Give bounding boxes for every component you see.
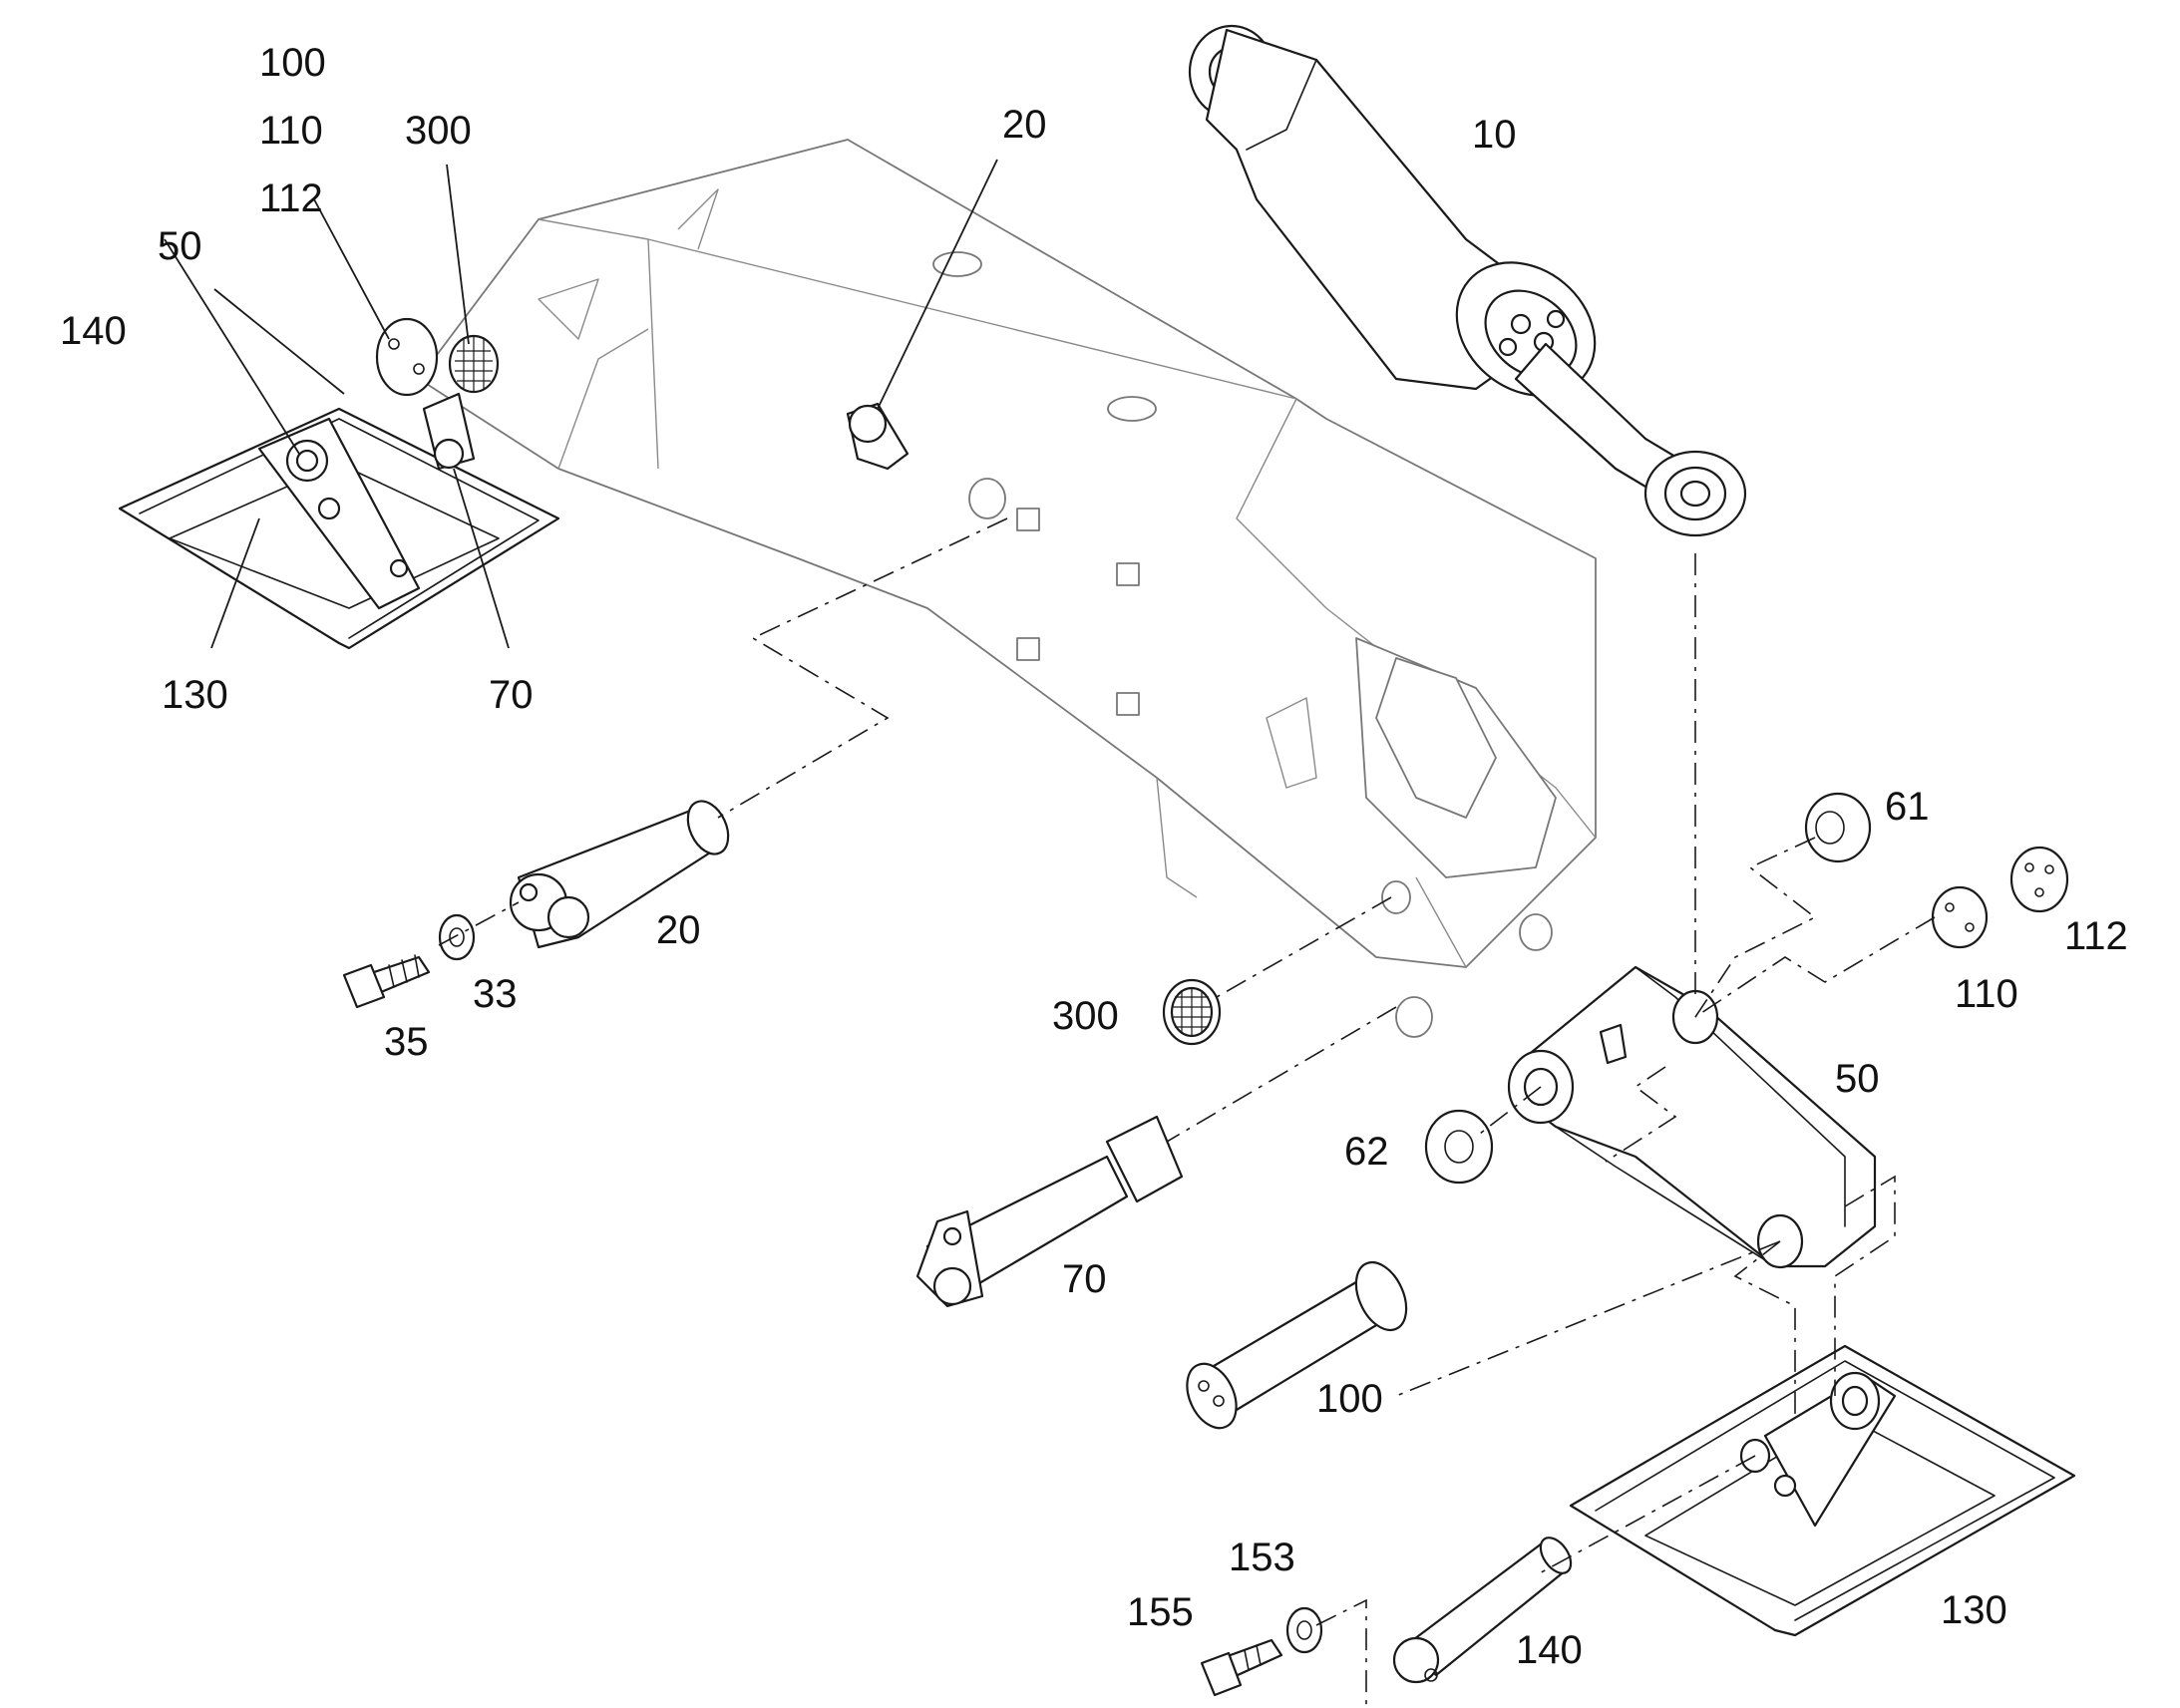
bolt-35 <box>342 954 431 1009</box>
left-assembly-view <box>118 317 909 650</box>
callout-62: 62 <box>1344 1130 1389 1174</box>
washer-61 <box>1804 792 1872 863</box>
assembly-lines <box>438 517 1936 1705</box>
bolt-155 <box>1200 1638 1283 1697</box>
pin-20 <box>509 800 730 949</box>
callout-labels: 100 110 112 300 50 140 130 70 20 10 20 3… <box>60 41 2128 1672</box>
base-plate-130 <box>1569 1344 2076 1637</box>
callout-10: 10 <box>1472 113 1517 157</box>
callout-110-left: 110 <box>259 109 323 153</box>
pin-70 <box>915 1115 1184 1308</box>
callout-20-top: 20 <box>1002 103 1047 147</box>
pin-140 <box>1392 1537 1573 1684</box>
callout-155: 155 <box>1127 1590 1194 1634</box>
callout-70-left: 70 <box>489 673 534 717</box>
callout-300-right: 300 <box>1052 994 1119 1038</box>
callout-50-left: 50 <box>158 224 202 268</box>
callout-112-right: 112 <box>2064 914 2128 958</box>
callout-33: 33 <box>473 972 518 1016</box>
washer-153 <box>1285 1606 1323 1654</box>
callout-112-left: 112 <box>259 176 323 220</box>
callout-100-left: 100 <box>259 41 326 85</box>
leader-lines <box>164 159 998 649</box>
mesh-plug-300 <box>1162 978 1222 1046</box>
hydraulic-cylinder-10 <box>1188 24 1747 537</box>
callout-70-pin: 70 <box>1062 1257 1107 1301</box>
callout-140-right: 140 <box>1516 1628 1583 1672</box>
callout-300-left: 300 <box>405 109 472 153</box>
callout-130-right: 130 <box>1941 1588 2007 1632</box>
washer-33 <box>438 913 476 961</box>
callout-110-right: 110 <box>1955 972 2018 1016</box>
callout-50-right: 50 <box>1835 1057 1880 1101</box>
boom-frame <box>418 139 1597 1038</box>
bracket-50 <box>1507 965 1877 1269</box>
callout-20-pin: 20 <box>656 908 701 952</box>
callout-100-pin: 100 <box>1316 1377 1383 1421</box>
plate-112 <box>2009 846 2069 913</box>
callout-140-left: 140 <box>60 309 127 353</box>
plate-110 <box>1931 885 1989 949</box>
callout-153: 153 <box>1229 1536 1295 1579</box>
callout-35: 35 <box>384 1020 429 1064</box>
callout-130-left: 130 <box>162 673 228 717</box>
pin-100 <box>1186 1260 1408 1430</box>
callout-61: 61 <box>1885 785 1930 829</box>
washer-62 <box>1424 1109 1494 1185</box>
